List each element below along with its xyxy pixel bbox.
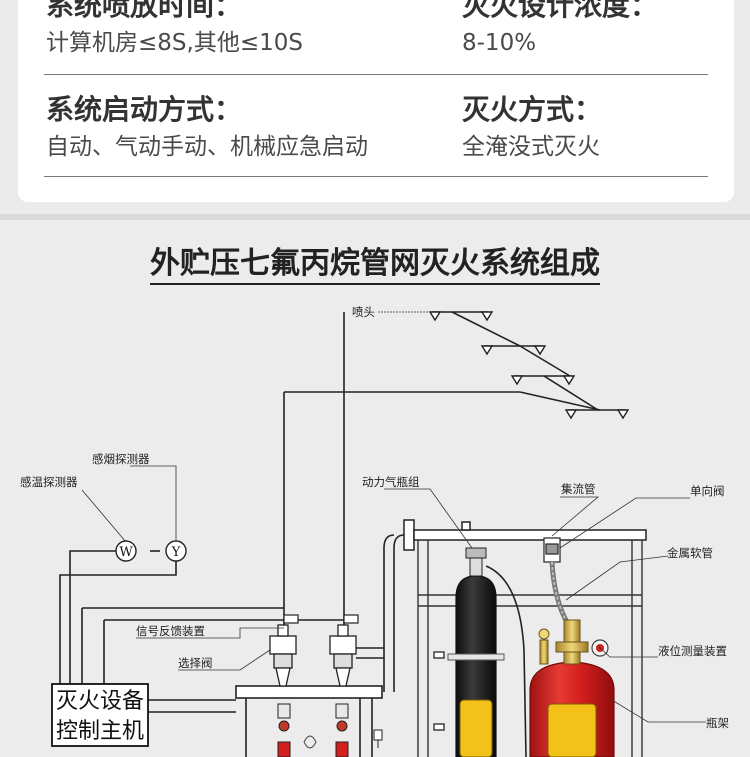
spec-card bbox=[18, 0, 734, 202]
spec-divider bbox=[44, 74, 708, 75]
nozzle-icon bbox=[480, 345, 494, 356]
control-host-box: 灭火设备 控制主机 bbox=[51, 683, 149, 747]
label-metal-hose: 金属软管 bbox=[667, 546, 713, 560]
label-signal-feedback: 信号反馈装置 bbox=[136, 624, 205, 638]
svg-text:Y: Y bbox=[171, 545, 181, 560]
diagram-title: 外贮压七氟丙烷管网灭火系统组成 bbox=[0, 238, 750, 285]
label-check-valve: 单向阀 bbox=[690, 484, 725, 498]
selector-valve-right bbox=[329, 624, 357, 687]
spec-label: 系统喷放时间： bbox=[46, 0, 243, 22]
valve-platform bbox=[235, 685, 383, 757]
diagram-background bbox=[0, 220, 750, 757]
detector-wiring bbox=[52, 550, 344, 713]
label-frame: 瓶架 bbox=[706, 716, 729, 730]
svg-text:控制主机: 控制主机 bbox=[56, 719, 144, 744]
svg-text:灭火设备: 灭火设备 bbox=[56, 689, 144, 714]
metal-hose-texture bbox=[551, 561, 569, 625]
spec-label: 灭火方式： bbox=[462, 93, 603, 126]
diagram-title-text: 外贮压七氟丙烷管网灭火系统组成 bbox=[150, 246, 600, 285]
label-smoke-detector: 感烟探测器 bbox=[92, 452, 150, 466]
label-level-gauge: 液位测量装置 bbox=[658, 644, 727, 658]
cylinder-frame bbox=[417, 540, 643, 757]
svg-text:W: W bbox=[119, 545, 133, 560]
signal-feedback-devices bbox=[283, 614, 359, 624]
actuation-hose bbox=[485, 565, 527, 757]
nozzle-icons bbox=[428, 311, 630, 420]
label-heat-detector: 感温探测器 bbox=[20, 475, 78, 489]
spec-label: 系统启动方式： bbox=[46, 93, 243, 126]
nozzle-icon bbox=[616, 409, 630, 420]
smoke-detector: Y bbox=[165, 540, 187, 562]
nozzle-icon bbox=[533, 345, 547, 356]
spec-label: 灭火设计浓度： bbox=[462, 0, 659, 22]
section-separator bbox=[0, 214, 750, 220]
spec-value: 计算机房≤8S,其他≤10S bbox=[46, 30, 303, 56]
detector-leaders bbox=[81, 465, 177, 543]
label-power-gas-group: 动力气瓶组 bbox=[362, 475, 420, 489]
spec-value: 自动、气动手动、机械应急启动 bbox=[46, 134, 368, 160]
power-gas-cylinder bbox=[447, 547, 505, 757]
manifold-pipe bbox=[403, 519, 647, 551]
label-leaders bbox=[136, 488, 706, 723]
spec-design-concentration: 灭火设计浓度： 8-10% bbox=[462, 0, 658, 58]
nozzle-pipe-network bbox=[283, 311, 626, 625]
spec-value: 8-10% bbox=[462, 30, 537, 56]
svg-text:喷头: 喷头 bbox=[352, 305, 375, 319]
spec-extinguish-mode: 灭火方式： 全淹没式灭火 bbox=[462, 92, 602, 162]
check-valve bbox=[543, 537, 561, 563]
feed-pipe bbox=[356, 534, 405, 692]
selector-valve-left bbox=[269, 624, 297, 687]
main-agent-cylinder bbox=[529, 619, 615, 757]
nozzle-icon bbox=[480, 311, 494, 322]
small-cylinders bbox=[277, 703, 383, 757]
nozzle-icon bbox=[428, 311, 442, 322]
spec-discharge-time: 系统喷放时间： 计算机房≤8S,其他≤10S bbox=[46, 0, 303, 58]
label-nozzle: 喷头 bbox=[352, 305, 430, 319]
label-manifold: 集流管 bbox=[561, 482, 596, 496]
spec-divider bbox=[44, 176, 708, 177]
label-selector-valve: 选择阀 bbox=[178, 656, 213, 670]
nozzle-icon bbox=[510, 375, 524, 386]
metal-hose bbox=[549, 561, 571, 626]
nozzle-icon bbox=[564, 409, 578, 420]
spec-value: 全淹没式灭火 bbox=[462, 134, 600, 160]
nozzle-icon bbox=[562, 375, 576, 386]
heat-detector: W bbox=[115, 540, 137, 562]
spec-start-mode: 系统启动方式： 自动、气动手动、机械应急启动 bbox=[46, 92, 368, 162]
